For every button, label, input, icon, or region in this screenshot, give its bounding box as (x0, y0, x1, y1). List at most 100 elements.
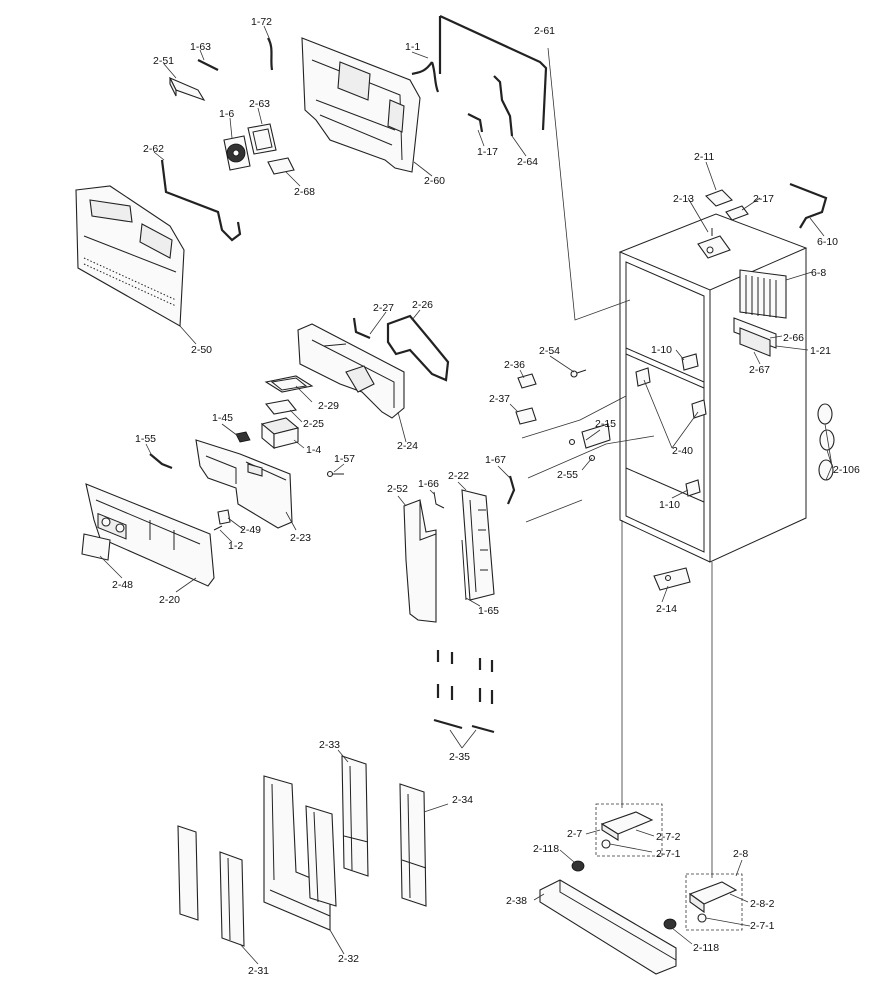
callout-2-11: 2-11 (694, 151, 714, 163)
part-2-24-duct (297, 323, 405, 419)
callout-2-24: 2-24 (397, 440, 418, 452)
callout-2-26: 2-26 (412, 299, 433, 311)
callout-2-48: 2-48 (112, 579, 133, 591)
callout-2-36: 2-36 (504, 359, 525, 371)
callout-1-2: 1-2 (228, 540, 243, 552)
part-2-63-frame (247, 123, 277, 155)
part-2-38-base (539, 879, 677, 975)
part-2-14-hinge (653, 567, 691, 591)
part-2-31-door-bins (177, 825, 245, 947)
part-2-106-feet (817, 403, 835, 481)
part-2-37 (515, 407, 537, 425)
part-2-27-wire (352, 317, 371, 340)
callout-1-10-lower: 1-10 (659, 499, 680, 511)
callout-2-106: 2-106 (833, 464, 860, 476)
part-2-36 (517, 373, 537, 389)
callout-1-67: 1-67 (485, 454, 506, 466)
callout-2-27: 2-27 (373, 302, 394, 314)
part-2-34-door-bin (399, 783, 427, 907)
part-2-22-rail (461, 489, 495, 601)
part-1-2 (213, 525, 223, 531)
part-2-48-label (81, 533, 111, 561)
callout-2-33: 2-33 (319, 739, 340, 751)
callout-1-21: 1-21 (810, 345, 831, 357)
part-2-118-foot-upper (571, 860, 585, 872)
part-2-54-screw (570, 369, 587, 378)
callout-6-8: 6-8 (811, 267, 826, 279)
callout-2-7-1-lower: 2-7-1 (750, 920, 775, 932)
part-2-13-hinge (697, 228, 731, 259)
part-1-6-fan (223, 135, 251, 171)
callout-1-55: 1-55 (135, 433, 156, 445)
part-1-66 (433, 491, 445, 509)
part-2-33-door-bin (341, 755, 369, 877)
part-1-57 (326, 470, 344, 478)
callout-2-22: 2-22 (448, 470, 469, 482)
callout-2-60: 2-60 (424, 175, 445, 187)
callout-2-61: 2-61 (534, 25, 555, 37)
callout-1-45: 1-45 (212, 412, 233, 424)
callout-2-51: 2-51 (153, 55, 174, 67)
callout-2-31: 2-31 (248, 965, 269, 977)
part-1-4-damper (260, 417, 300, 450)
part-2-25 (264, 399, 298, 415)
leader-lines (99, 25, 833, 965)
callout-2-38: 2-38 (506, 895, 527, 907)
part-2-118-foot-lower (663, 918, 677, 930)
callout-2-67: 2-67 (749, 364, 770, 376)
callout-2-50: 2-50 (191, 344, 212, 356)
part-2-40-clips (635, 367, 707, 419)
callout-2-52: 2-52 (387, 483, 408, 495)
callout-1-65: 1-65 (478, 605, 499, 617)
callout-2-32: 2-32 (338, 953, 359, 965)
part-2-66-duct (733, 317, 777, 357)
callout-2-17: 2-17 (753, 193, 774, 205)
callout-2-8: 2-8 (733, 848, 748, 860)
part-1-1-wire (411, 61, 440, 93)
callout-2-55: 2-55 (557, 469, 578, 481)
callout-2-7-1-upper: 2-7-1 (656, 848, 681, 860)
callout-2-29: 2-29 (318, 400, 339, 412)
part-2-61-gasket (438, 15, 548, 131)
callout-2-34: 2-34 (452, 794, 473, 806)
callout-2-54: 2-54 (539, 345, 560, 357)
part-2-52-column (403, 499, 437, 623)
callout-1-63: 1-63 (190, 41, 211, 53)
callout-2-40: 2-40 (672, 445, 693, 457)
callout-1-4: 1-4 (306, 444, 321, 456)
callout-2-35: 2-35 (449, 751, 470, 763)
callout-6-10: 6-10 (817, 236, 838, 248)
part-2-64-pipe (493, 75, 514, 137)
part-2-51-handle (168, 76, 206, 102)
part-2-26-gasket (386, 314, 450, 382)
part-2-7-hinge-group (595, 803, 663, 857)
part-2-29 (264, 375, 314, 393)
callout-2-49: 2-49 (240, 524, 261, 536)
callout-2-15: 2-15 (595, 418, 616, 430)
callout-2-118-lower: 2-118 (693, 942, 719, 954)
part-1-55-wire (149, 453, 173, 470)
callout-2-20: 2-20 (159, 594, 180, 606)
callout-2-63: 2-63 (249, 98, 270, 110)
part-6-8-grille (739, 269, 787, 319)
part-1-45 (235, 431, 251, 443)
callout-2-64: 2-64 (517, 156, 538, 168)
callout-2-68: 2-68 (294, 186, 315, 198)
callout-2-7-2: 2-7-2 (656, 831, 681, 843)
part-2-68 (267, 157, 295, 175)
part-1-67-wire (506, 475, 516, 505)
part-2-49 (217, 509, 231, 525)
callout-2-7: 2-7 (567, 828, 582, 840)
part-2-8-hinge-group (685, 873, 743, 931)
part-1-63 (197, 59, 219, 71)
part-6-10-cord (789, 182, 828, 229)
part-1-65 (461, 539, 467, 601)
callout-1-57: 1-57 (334, 453, 355, 465)
callout-2-118-upper: 2-118 (533, 843, 559, 855)
callout-1-17: 1-17 (477, 146, 498, 158)
callout-1-66: 1-66 (418, 478, 439, 490)
part-2-62-tube (160, 159, 242, 242)
part-2-23-housing (195, 439, 293, 529)
callout-labels: 1-72 1-63 2-51 1-1 2-61 1-6 2-63 1-17 2-… (112, 16, 860, 977)
